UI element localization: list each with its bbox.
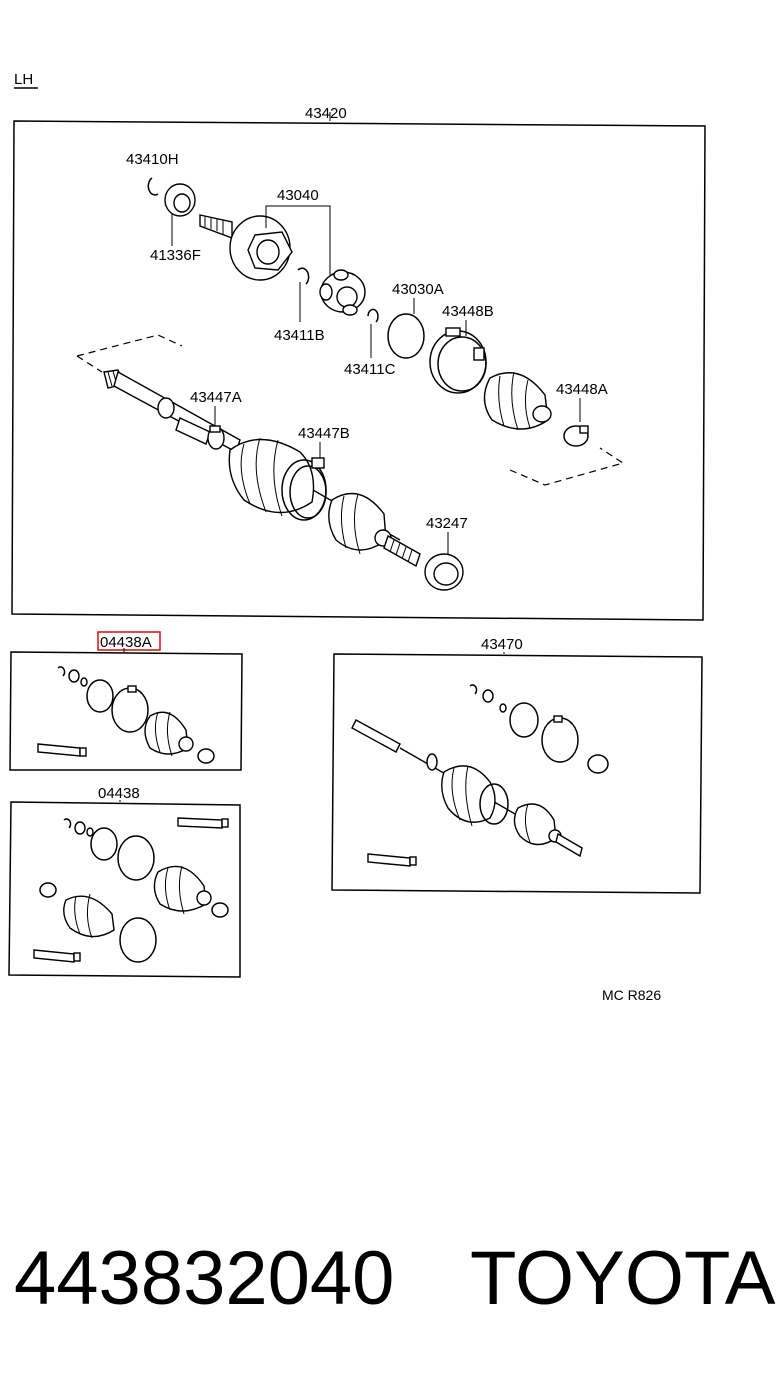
boot-inboard [328,492,392,555]
seal-43247 [424,553,464,591]
main-box-frame [11,120,706,621]
label-04438[interactable]: 04438 [98,785,140,802]
grease-tube-icon [37,743,81,757]
label-43410H[interactable]: 43410H [126,151,179,168]
clip-43411B [297,267,310,285]
outboard-joint-43040 [199,214,293,281]
label-43447B[interactable]: 43447B [298,425,350,442]
snap-ring-43410H [147,177,159,196]
label-43448A[interactable]: 43448A [556,381,608,398]
grease-tube-icon [177,817,223,829]
label-43411C[interactable]: 43411C [344,361,396,378]
dashed-guide-left [76,334,183,357]
label-43470[interactable]: 43470 [481,636,523,653]
kit-04438-box: 04438 [8,785,241,978]
side-label: LH [14,71,33,88]
grease-tube-icon [33,949,75,963]
clamp-43447B [281,457,327,521]
grease-tube-icon [367,853,411,867]
tripod-spider [319,269,366,316]
label-43420[interactable]: 43420 [305,105,347,122]
label-43030A[interactable]: 43030A [392,281,444,298]
label-41336F[interactable]: 41336F [150,247,201,264]
assembly-43470-box: 43470 [331,636,703,894]
seal-41336F [164,183,196,217]
boot-inboard-upper [483,371,552,431]
brand-name: TOYOTA [470,1236,776,1321]
label-43247[interactable]: 43247 [426,515,468,532]
inboard-spline [383,534,421,568]
kit-04438A-box: 04438A [9,631,243,771]
label-43447A[interactable]: 43447A [190,389,242,406]
main-assembly-box: 43420 43410H 41336F 43040 [11,105,706,621]
clamp-43447A [207,425,225,450]
label-43448B[interactable]: 43448B [442,303,494,320]
label-43411B[interactable]: 43411B [274,327,325,344]
highlight-box [97,631,161,651]
dashed-guide-right [509,447,625,486]
part-number: 443832040 [14,1236,394,1321]
label-43040[interactable]: 43040 [277,187,319,204]
label-04438A[interactable]: 04438A [100,634,152,651]
clip-43411C [367,308,379,323]
diagram-code: MC R826 [602,987,661,1003]
ring-43030A [387,313,425,359]
boot-outboard [228,437,315,517]
clamp-43448B [429,327,487,394]
clamp-43448A [563,425,589,447]
